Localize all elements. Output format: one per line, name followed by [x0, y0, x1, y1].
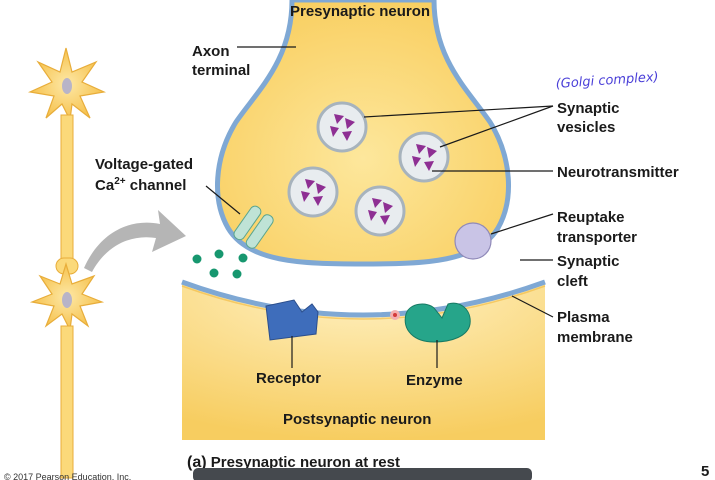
zoom-arrow	[84, 210, 186, 272]
label-axon-terminal-line2: terminal	[192, 62, 250, 79]
synaptic-vesicle	[316, 101, 368, 153]
calcium-ion	[192, 254, 202, 264]
bottom-overlay-bar[interactable]	[193, 468, 532, 480]
figure-caption: (a) Presynaptic neuron at rest	[187, 454, 400, 471]
label-synaptic-cleft-line2: cleft	[557, 273, 588, 290]
label-synaptic-vesicles-line1: Synaptic	[557, 100, 620, 117]
small-neuron-illustration	[27, 47, 186, 479]
label-voltage-gated-line1: Voltage-gated	[95, 156, 193, 173]
label-receptor: Receptor	[256, 370, 321, 387]
label-neurotransmitter: Neurotransmitter	[557, 164, 679, 181]
calcium-ion	[238, 253, 248, 263]
lower-neuron-body	[29, 261, 105, 479]
label-postsynaptic-neuron: Postsynaptic neuron	[283, 411, 431, 428]
label-enzyme: Enzyme	[406, 372, 463, 389]
label-presynaptic-neuron: Presynaptic neuron	[290, 3, 430, 20]
synaptic-vesicles	[287, 101, 450, 237]
label-reuptake-line1: Reuptake	[557, 209, 625, 226]
synaptic-vesicle	[398, 131, 450, 183]
label-plasma-membrane-line2: membrane	[557, 329, 633, 346]
calcium-ion	[232, 269, 242, 279]
calcium-ion	[214, 249, 224, 259]
synaptic-vesicle	[287, 166, 339, 218]
label-reuptake-line2: transporter	[557, 229, 637, 246]
page-number: 5	[701, 463, 709, 480]
synaptic-vesicle	[354, 185, 406, 237]
label-axon-terminal-line1: Axon	[192, 43, 230, 60]
label-synaptic-cleft-line1: Synaptic	[557, 253, 620, 270]
calcium-ions	[192, 249, 248, 279]
handwritten-note: (Golgi complex)	[555, 70, 659, 92]
postsynaptic-membrane	[181, 279, 546, 318]
leader-lines	[205, 46, 554, 368]
label-voltage-gated-line2: Ca2+ channel	[95, 176, 186, 194]
copyright-notice: © 2017 Pearson Education, Inc.	[4, 472, 131, 480]
label-synaptic-vesicles-line2: vesicles	[557, 119, 615, 136]
reuptake-transporter	[454, 222, 492, 260]
upper-neuron-body	[27, 47, 107, 275]
enzyme	[404, 302, 471, 343]
receptor	[265, 299, 319, 341]
calcium-ion	[209, 268, 219, 278]
voltage-gated-channel	[233, 205, 274, 249]
label-plasma-membrane-line1: Plasma	[557, 309, 610, 326]
